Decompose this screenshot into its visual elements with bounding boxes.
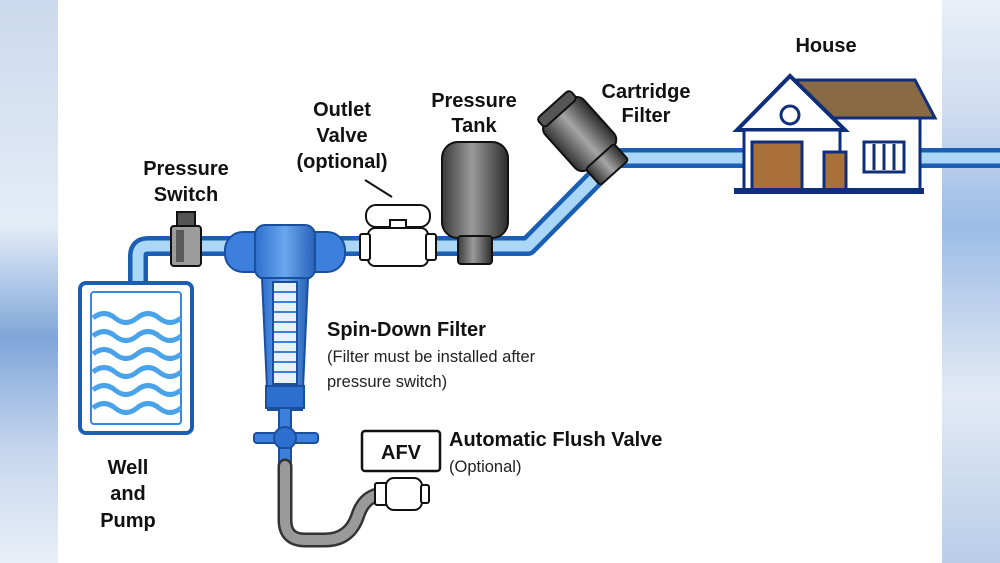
well-label-line3: Pump [100, 510, 156, 532]
spin-down-filter-title: Spin-Down Filter [327, 319, 486, 341]
cartridge-filter [537, 90, 629, 186]
outlet-valve-label-line3: (optional) [296, 151, 387, 173]
afv-title: Automatic Flush Valve [449, 429, 662, 451]
afv-badge-text: AFV [381, 442, 422, 464]
automatic-flush-valve [374, 477, 430, 511]
outlet-valve-label-line1: Outlet [313, 99, 371, 121]
spin-down-filter-note-line1: (Filter must be installed after [327, 348, 536, 366]
water-waves [91, 311, 183, 415]
well-label-line1: Well [108, 457, 149, 479]
background-blur-right [942, 0, 1000, 563]
pressure-switch-label-line1: Pressure [143, 158, 229, 180]
afv-note: (Optional) [449, 458, 521, 476]
drain-hose [277, 458, 393, 548]
afv-badge [360, 429, 442, 473]
outlet-valve-label-line2: Valve [316, 125, 367, 147]
well-tank [78, 281, 194, 435]
pressure-switch [170, 211, 202, 267]
spin-down-filter-note-line2: pressure switch) [327, 373, 447, 391]
house-label: House [795, 35, 856, 57]
background-blur-left [0, 0, 58, 563]
spin-down-filter [224, 224, 346, 467]
cartridge-filter-label-line1: Cartridge [602, 81, 691, 103]
pressure-tank [441, 141, 509, 265]
outlet-valve [359, 179, 437, 267]
house [732, 73, 938, 194]
pressure-tank-label-line2: Tank [451, 115, 497, 137]
pressure-switch-label-line2: Switch [154, 184, 218, 206]
pressure-tank-label-line1: Pressure [431, 90, 517, 112]
cartridge-filter-label-line2: Filter [622, 105, 671, 127]
well-label-line2: and [110, 483, 146, 505]
